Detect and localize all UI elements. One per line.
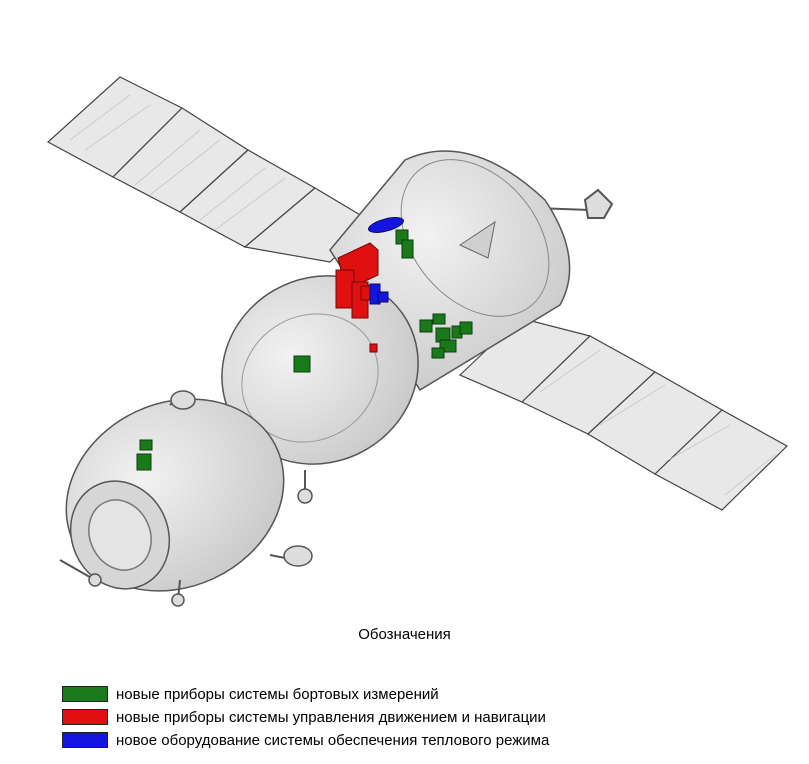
red-block — [369, 343, 378, 353]
green-block — [432, 313, 446, 325]
legend-label: новое оборудование системы обеспечения т… — [116, 731, 550, 749]
green-block — [459, 321, 473, 335]
legend-item-blue: новое оборудование системы обеспечения т… — [62, 729, 549, 751]
green-instruments — [136, 229, 473, 471]
solar-array-left — [46, 76, 373, 263]
blue-block — [368, 217, 404, 233]
green-block — [293, 355, 311, 373]
legend-title: Обозначения — [358, 626, 451, 643]
red-block — [335, 269, 355, 309]
legend-label: новые приборы системы бортовых измерений — [116, 685, 439, 703]
green-block — [139, 439, 153, 451]
legend-label: новые приборы системы управления движени… — [116, 708, 546, 726]
solar-array-right — [458, 317, 788, 511]
legend-swatch-blue — [62, 732, 108, 748]
spacecraft-diagram — [46, 76, 788, 607]
green-block — [419, 319, 433, 333]
green-block — [136, 453, 152, 471]
red-instruments — [335, 242, 379, 353]
blue-block — [377, 291, 389, 303]
legend-item-green: новые приборы системы бортовых измерений — [62, 683, 549, 705]
legend-swatch-green — [62, 686, 108, 702]
legend-item-red: новые приборы системы управления движени… — [62, 706, 549, 728]
orbital-module — [59, 390, 313, 607]
blue-equipment — [368, 217, 404, 305]
legend: новые приборы системы бортовых измерений… — [62, 683, 549, 752]
legend-swatch-red — [62, 709, 108, 725]
green-block — [431, 347, 445, 359]
green-block — [401, 239, 414, 259]
